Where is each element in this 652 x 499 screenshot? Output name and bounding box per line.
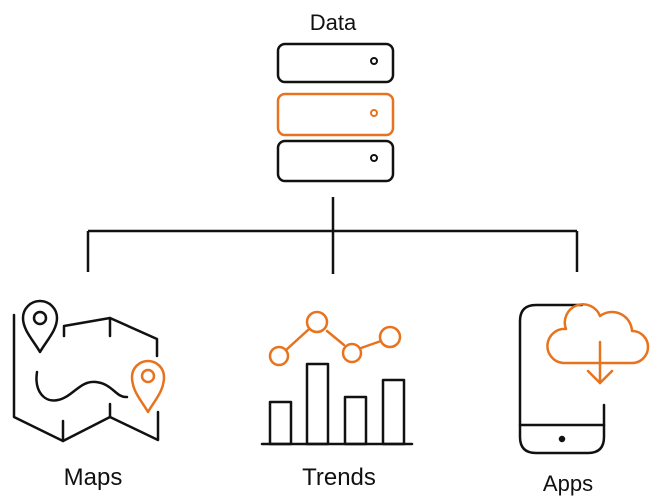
apps-label: Apps bbox=[542, 471, 594, 496]
map-pins-icon bbox=[12, 299, 166, 443]
phone-cloud-download-icon bbox=[518, 303, 650, 455]
folded-map-icon bbox=[12, 313, 160, 443]
server-unit-bottom bbox=[276, 139, 395, 183]
location-pin-icon bbox=[21, 299, 59, 354]
server-unit-middle bbox=[276, 92, 395, 137]
trend-line-accent bbox=[268, 310, 402, 367]
smartphone-icon bbox=[518, 303, 606, 455]
server-unit-top bbox=[276, 42, 395, 84]
location-pin-accent-icon bbox=[130, 359, 166, 414]
connector-tree bbox=[86, 197, 579, 274]
database-stack-icon bbox=[276, 42, 395, 183]
maps-label: Maps bbox=[63, 464, 123, 491]
bar-line-chart-icon bbox=[260, 310, 414, 446]
trends-label: Trends bbox=[302, 464, 376, 491]
data-label: Data bbox=[309, 10, 357, 35]
bar-chart-bars bbox=[260, 362, 414, 446]
cloud-download-icon bbox=[546, 303, 650, 385]
